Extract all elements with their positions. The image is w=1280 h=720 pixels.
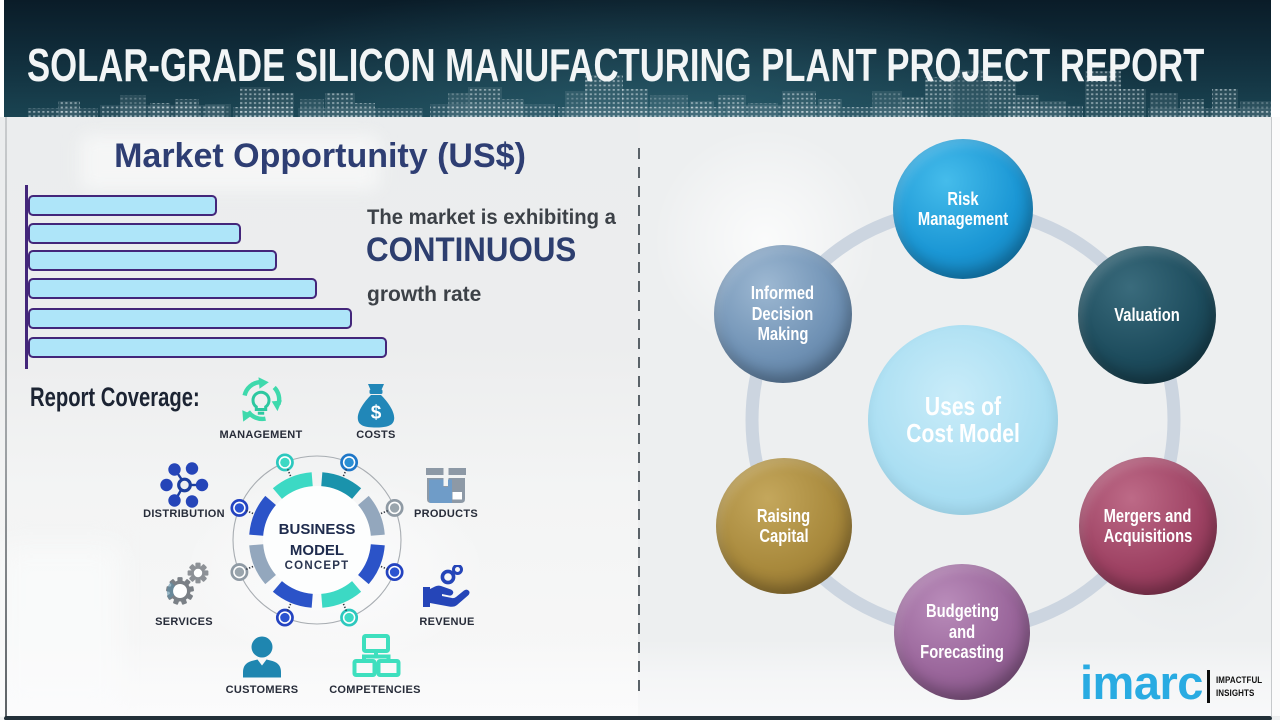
svg-text:$: $ — [371, 403, 382, 424]
